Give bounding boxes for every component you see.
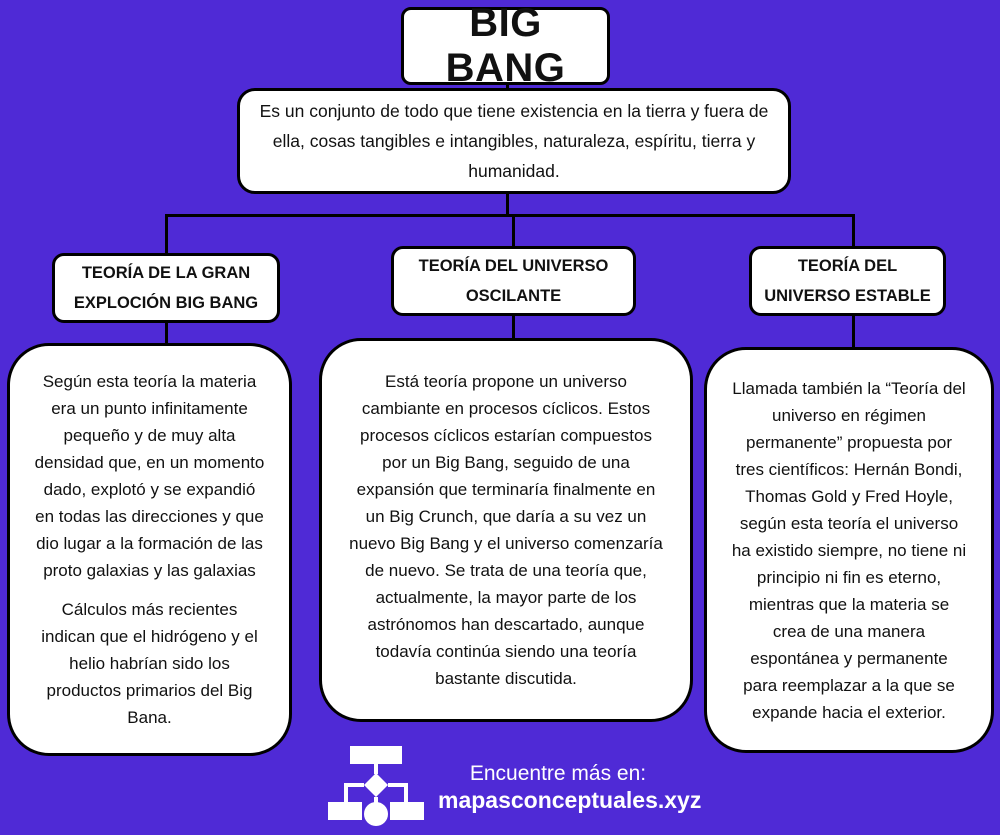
diagram-title: BIG BANG (445, 1, 566, 90)
theory-heading-text: TEORÍA DEL UNIVERSO ESTABLE (764, 257, 931, 305)
theory-heading-text: TEORÍA DE LA GRAN EXPLOCIÓN BIG BANG (73, 264, 259, 312)
theory-description-oscillating: Está teoría propone un universo cambiant… (319, 338, 693, 722)
connector-head1-card1 (165, 321, 168, 345)
theory-description-steady-state: Llamada también la “Teoría del universo … (704, 347, 994, 753)
theory-description-paragraph: Está teoría propone un universo cambiant… (349, 372, 663, 688)
footer-caption: Encuentre más en: (469, 762, 647, 785)
theory-description-paragraph: Cálculos más recientes indican que el hi… (41, 600, 258, 727)
definition-text: Es un conjunto de todo que tiene existen… (259, 101, 769, 181)
definition-box: Es un conjunto de todo que tiene existen… (237, 88, 791, 194)
connector-horizontal (165, 214, 855, 217)
connector-branch-right (852, 214, 855, 248)
connector-head2-card2 (512, 314, 515, 340)
theory-heading-big-bang: TEORÍA DE LA GRAN EXPLOCIÓN BIG BANG (52, 253, 280, 323)
theory-heading-steady-state: TEORÍA DEL UNIVERSO ESTABLE (749, 246, 946, 316)
connector-branch-left (165, 214, 168, 255)
theory-heading-text: TEORÍA DEL UNIVERSO OSCILANTE (418, 257, 609, 305)
connector-branch-middle (512, 214, 515, 248)
theory-description-paragraph: Según esta teoría la materia era un punt… (34, 372, 265, 580)
theory-description-big-bang: Según esta teoría la materia era un punt… (7, 343, 292, 756)
title-box: BIG BANG (401, 1, 610, 90)
footer-website: mapasconceptuales.xyz (438, 787, 702, 813)
footer-attribution: Encuentre más en: mapasconceptuales.xyz (438, 762, 702, 814)
flowchart-icon (326, 744, 426, 828)
connector-title-definition (506, 84, 509, 90)
theory-description-paragraph: Llamada también la “Teoría del universo … (731, 378, 967, 722)
connector-head3-card3 (852, 314, 855, 349)
theory-heading-oscillating: TEORÍA DEL UNIVERSO OSCILANTE (391, 246, 636, 316)
connector-definition-down (506, 192, 509, 217)
